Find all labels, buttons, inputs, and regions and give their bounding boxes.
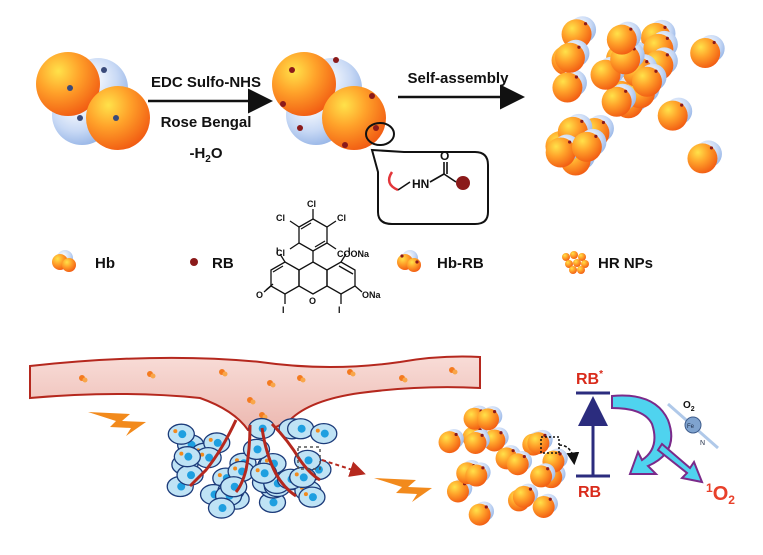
tumor-cell: [167, 423, 195, 445]
amide-callout: [370, 148, 489, 225]
legend-hb-label: Hb: [95, 255, 115, 272]
rb-coona: COONa: [337, 249, 370, 259]
np-dot: [79, 375, 88, 383]
o2-label: O2: [683, 400, 695, 413]
hb-rb-particle: [527, 429, 553, 455]
rb-dot-icon: [280, 57, 379, 148]
singlet-oxygen-label: 1O2: [706, 481, 735, 507]
np-dot: [247, 397, 256, 405]
rb-ground-label: RB: [578, 484, 601, 501]
rb-o-bridge: O: [309, 296, 316, 306]
zoom-box: [297, 446, 321, 470]
hb-rb-particle: [532, 493, 558, 518]
legend-hb-rb-icon: [397, 250, 421, 272]
hb-tetramer: [36, 52, 150, 150]
legend-rb-label: RB: [212, 255, 234, 272]
hb-rb-particle: [631, 63, 667, 97]
tumor-cell: [207, 497, 236, 519]
np-dot: [297, 375, 306, 383]
hb-rb-particle: [506, 451, 533, 476]
rb-cl-3: Cl: [337, 213, 346, 223]
rb-o-ketone: O: [256, 290, 263, 300]
legend-hb-icon: [52, 250, 76, 272]
reagent-label-water: -H2O: [189, 145, 222, 165]
hr-nanoparticle-cluster: [545, 16, 725, 176]
legend-hr-nps-label: HR NPs: [598, 255, 653, 272]
hb-rb-particle: [465, 462, 491, 487]
hb-rb-particle: [571, 128, 607, 162]
hb-rb-particle: [464, 429, 490, 455]
np-dot: [219, 369, 228, 377]
hb-rb-particle: [606, 21, 642, 55]
np-dot: [347, 369, 356, 377]
rb-excited-label: RB*: [576, 369, 603, 388]
amide-nh-label: HN: [412, 177, 429, 191]
hb-rb-particle: [468, 501, 494, 526]
tumor-cell: [286, 418, 315, 440]
rb-cl-2: Cl: [276, 213, 285, 223]
fe-label: Fe: [687, 424, 695, 430]
tumor-cell: [289, 466, 317, 489]
tumor-tissue: [166, 417, 338, 519]
rose-bengal-atom-labels: Cl Cl Cl Cl COONa I I I I O O ONa: [256, 199, 382, 315]
rb-i-2: I: [348, 246, 351, 256]
zoom-ring: [365, 122, 395, 146]
hb-rb-particle: [477, 406, 503, 431]
amide-o-label: O: [440, 149, 449, 163]
energy-transfer-arrow: [611, 394, 673, 475]
tumor-vessels: [188, 419, 321, 498]
rb-i-4: I: [338, 305, 341, 315]
singlet-oxygen-arrow: [656, 442, 704, 484]
tumor-cell: [293, 449, 322, 472]
reagent-label-rose-bengal: Rose Bengal: [161, 114, 252, 131]
legend-hr-nps-icon: [562, 251, 589, 274]
vessel-nanoparticles: [79, 367, 458, 420]
hb-rb-tetramer: [272, 52, 386, 150]
legend-hb-rb-label: Hb-RB: [437, 255, 484, 272]
self-assembly-label: Self-assembly: [408, 70, 510, 87]
rb-cl-1: Cl: [307, 199, 316, 209]
tumor-cell: [310, 422, 338, 445]
nanoparticle-zoom-arrow: [558, 444, 580, 466]
tumor-cell: [173, 446, 201, 468]
rose-bengal-structure: [263, 209, 363, 304]
np-dot: [147, 371, 156, 379]
tumor-cell: [298, 486, 326, 508]
hb-rb-particle: [552, 69, 587, 103]
np-dot: [267, 380, 276, 388]
rb-i-1: I: [276, 246, 279, 256]
heme-o2-icon: Fe O2 N: [667, 400, 719, 450]
reagent-label-edc: EDC Sulfo-NHS: [151, 74, 261, 91]
light-irradiation-icon-2: [374, 478, 432, 502]
rb-cl-4: Cl: [276, 248, 285, 258]
legend-rb-icon: [190, 258, 198, 266]
rb-ona: ONa: [362, 290, 382, 300]
hr-nanoparticle-cluster-zoom: [438, 405, 568, 526]
np-dot: [399, 375, 408, 383]
hb-rb-particle: [554, 39, 590, 73]
blood-vessel: [29, 355, 481, 431]
light-irradiation-icon-1: [88, 412, 146, 436]
n-label: N: [700, 440, 705, 447]
rb-moiety-icon: [456, 176, 470, 190]
tumor-cell: [220, 476, 248, 498]
hb-rb-particle: [601, 83, 637, 117]
hb-rb-particle: [438, 428, 464, 454]
hb-rb-particle: [690, 35, 725, 69]
hb-rb-particle: [687, 140, 722, 174]
zoom-arrow: [321, 459, 366, 477]
hb-rb-particle: [530, 463, 556, 488]
np-dot: [449, 367, 458, 375]
hb-rb-particle: [657, 97, 693, 131]
rb-i-3: I: [282, 305, 285, 315]
hb-rb-particle: [512, 483, 539, 508]
heme-icon: [67, 67, 119, 121]
hb-rb-particle: [483, 427, 509, 452]
